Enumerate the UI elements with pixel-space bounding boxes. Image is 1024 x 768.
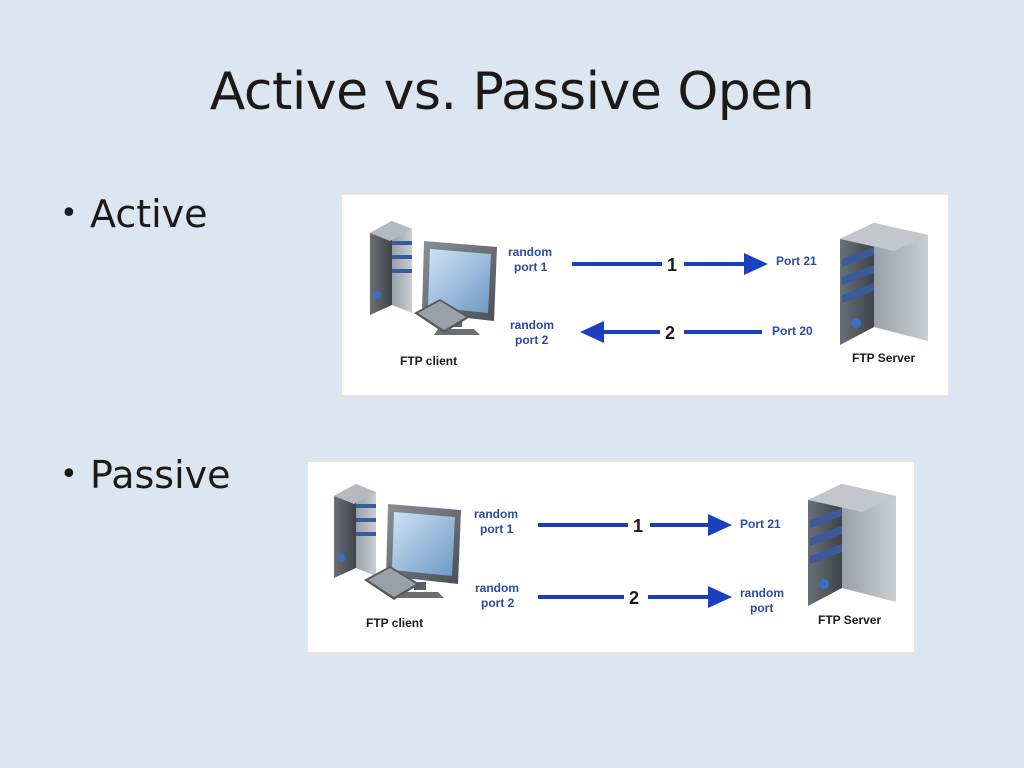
active-diagram: FTP client FTP Server random port 1 1 Po… — [370, 221, 928, 368]
conn2-arrowhead-left — [580, 321, 604, 343]
client-caption: FTP client — [400, 354, 457, 368]
client-monitor-icon — [364, 504, 461, 600]
conn2-server-port: Port 20 — [772, 324, 813, 338]
conn2-client-port-line1: random — [510, 318, 554, 332]
server-caption: FTP Server — [818, 613, 881, 627]
client-caption: FTP client — [366, 616, 423, 630]
conn2-client-port-line2: port 2 — [515, 333, 549, 347]
bullet-dot: • — [60, 196, 78, 231]
conn1-server-port: Port 21 — [776, 254, 817, 268]
bullet-active-label: Active — [90, 192, 208, 236]
bullet-dot: • — [60, 457, 78, 492]
conn1-number: 1 — [633, 516, 643, 536]
conn2-server-port-line2: port — [750, 601, 773, 615]
conn1-arrowhead-right — [708, 514, 732, 536]
passive-diagram: FTP client FTP Server random port 1 1 Po… — [334, 484, 896, 630]
conn2-server-port-line1: random — [740, 586, 784, 600]
server-tower-icon — [808, 484, 896, 606]
conn2-client-port-line2: port 2 — [481, 596, 515, 610]
conn2-number: 2 — [629, 588, 639, 608]
client-tower-icon — [334, 484, 376, 578]
conn1-client-port-line1: random — [474, 507, 518, 521]
conn1-number: 1 — [667, 255, 677, 275]
conn1-client-port-line2: port 1 — [514, 260, 548, 274]
conn2-arrowhead-right — [708, 586, 732, 608]
conn1-arrowhead-right — [744, 253, 768, 275]
passive-diagram-panel: FTP client FTP Server random port 1 1 Po… — [307, 461, 915, 653]
client-monitor-icon — [414, 241, 497, 335]
active-diagram-panel: FTP client FTP Server random port 1 1 Po… — [341, 194, 949, 396]
conn1-server-port: Port 21 — [740, 517, 781, 531]
conn2-client-port-line1: random — [475, 581, 519, 595]
conn2-number: 2 — [665, 323, 675, 343]
server-tower-icon — [840, 223, 928, 345]
bullet-active: • Active — [60, 192, 208, 236]
conn1-client-port-line1: random — [508, 245, 552, 259]
bullet-passive-label: Passive — [90, 453, 231, 497]
bullet-passive: • Passive — [60, 453, 231, 497]
server-caption: FTP Server — [852, 351, 915, 365]
slide-title: Active vs. Passive Open — [209, 62, 815, 122]
client-tower-icon — [370, 221, 412, 315]
conn1-client-port-line2: port 1 — [480, 522, 514, 536]
